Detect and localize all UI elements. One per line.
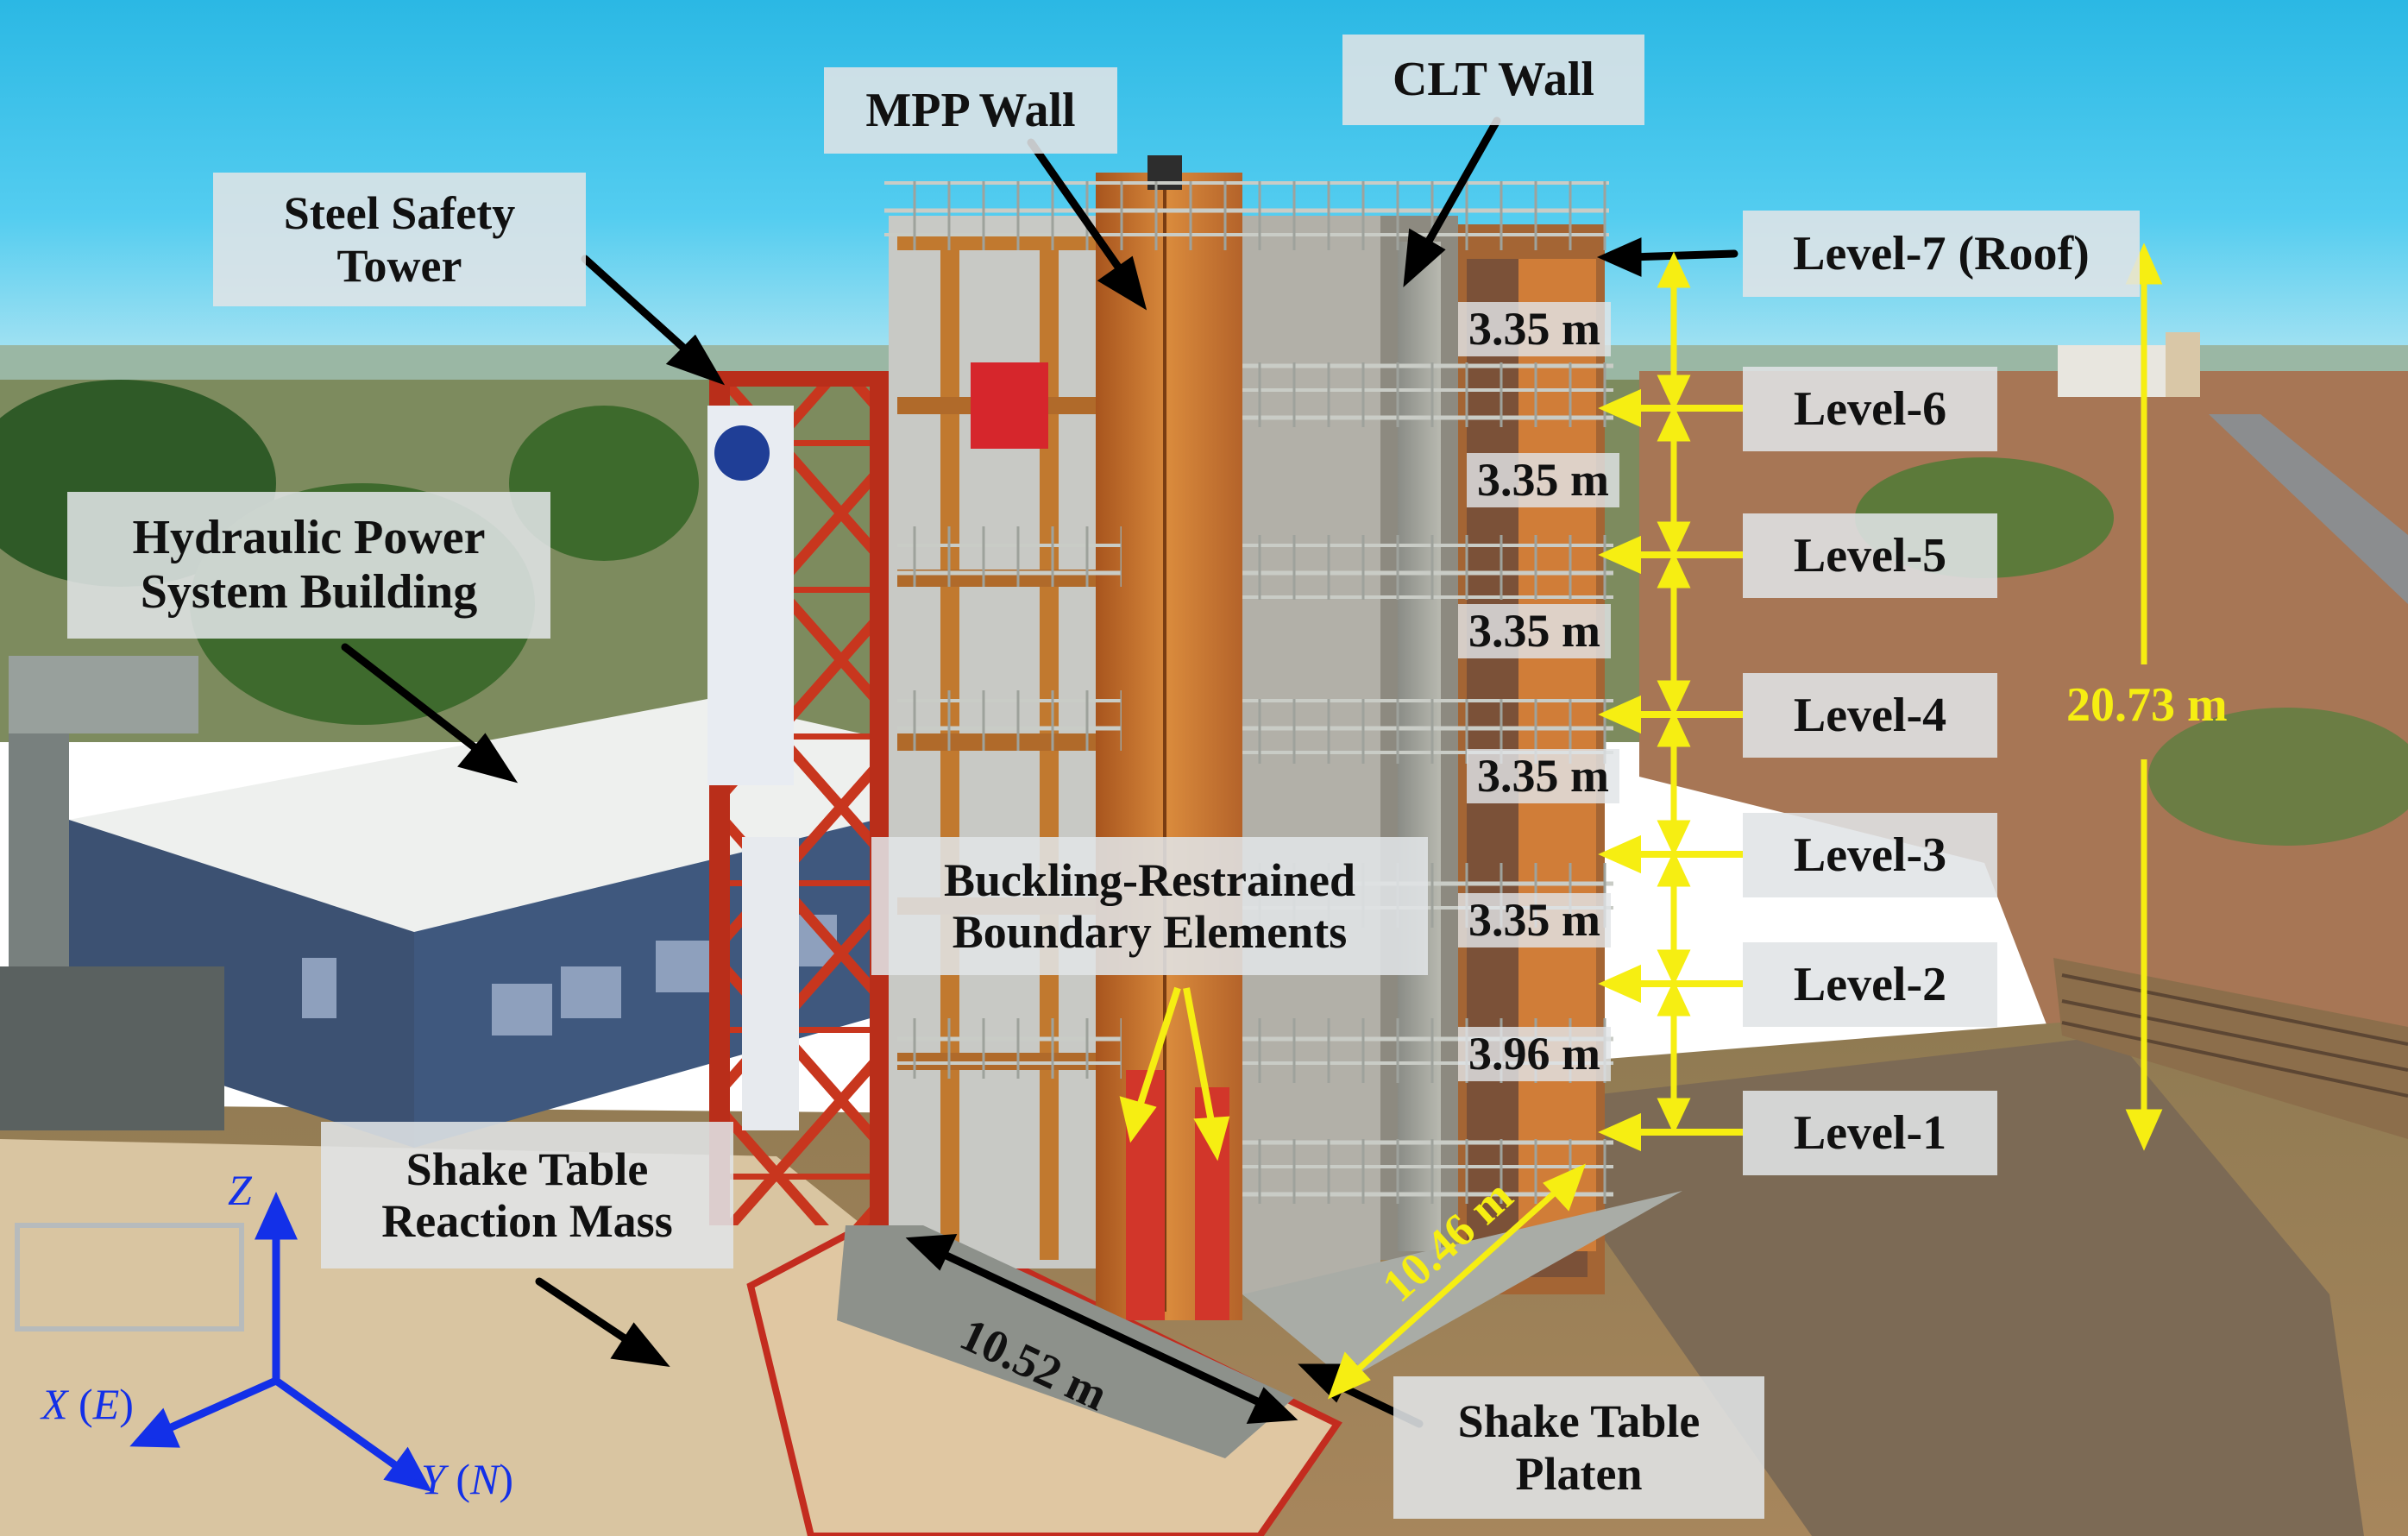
story-height-3-2: 3.35 m: [1458, 893, 1611, 948]
axis-y-label: Y (N): [421, 1454, 513, 1504]
shake-table-reaction-line-2: Reaction Mass: [381, 1195, 673, 1247]
level-3-text: Level-3: [1793, 828, 1947, 882]
level-4-text: Level-4: [1793, 688, 1947, 742]
axis-y-open: (: [444, 1455, 470, 1503]
hydraulic-power-line-1: Hydraulic Power: [132, 511, 486, 565]
story-height-7-6: 3.35 m: [1458, 302, 1611, 357]
clt-wall-text: CLT Wall: [1392, 53, 1594, 107]
level-7-roof-label: Level-7 (Roof): [1743, 211, 2140, 297]
level-3-label: Level-3: [1743, 813, 1997, 897]
level-7-text: Level-7 (Roof): [1793, 226, 2090, 280]
mpp-wall-text: MPP Wall: [865, 83, 1076, 137]
level-5-label: Level-5: [1743, 513, 1997, 598]
buckling-restrained-line-1: Buckling-Restrained: [943, 853, 1356, 906]
axis-y-letter: Y: [421, 1455, 445, 1503]
steel-safety-tower-line-1: Steel Safety: [283, 187, 516, 240]
level-1-label: Level-1: [1743, 1091, 1997, 1175]
axis-y-dir: N: [469, 1455, 500, 1503]
story-height-5-4: 3.35 m: [1458, 604, 1611, 659]
total-height-label: 20.73 m: [2066, 678, 2228, 732]
shake-table-platen-line-1: Shake Table: [1457, 1395, 1701, 1448]
story-height-6-5: 3.35 m: [1467, 453, 1619, 508]
hydraulic-power-line-2: System Building: [140, 565, 478, 619]
axis-z-label: Z: [228, 1166, 252, 1214]
story-height-4-3: 3.35 m: [1467, 749, 1619, 804]
level-6-text: Level-6: [1793, 381, 1947, 436]
shake-table-reaction-line-1: Shake Table: [406, 1143, 649, 1195]
level-4-label: Level-4: [1743, 673, 1997, 758]
axis-x-close: ): [119, 1380, 134, 1428]
axis-x-label: X (E): [41, 1379, 134, 1429]
level-1-text: Level-1: [1793, 1105, 1947, 1160]
mpp-wall-label: MPP Wall: [824, 67, 1117, 154]
steel-safety-tower-line-2: Tower: [336, 239, 462, 292]
level-6-label: Level-6: [1743, 367, 1997, 451]
story-height-2-1: 3.96 m: [1458, 1027, 1611, 1082]
buckling-restrained-line-2: Boundary Elements: [952, 906, 1348, 958]
shake-table-platen-line-2: Platen: [1515, 1447, 1643, 1500]
axis-x-open: (: [67, 1380, 93, 1428]
axis-y-close: ): [499, 1455, 513, 1503]
level-2-text: Level-2: [1793, 957, 1947, 1011]
level-5-text: Level-5: [1793, 528, 1947, 582]
clt-wall-label: CLT Wall: [1342, 35, 1644, 125]
axis-x-dir: E: [92, 1380, 120, 1428]
level-2-label: Level-2: [1743, 942, 1997, 1027]
axis-x-letter: X: [41, 1380, 68, 1428]
